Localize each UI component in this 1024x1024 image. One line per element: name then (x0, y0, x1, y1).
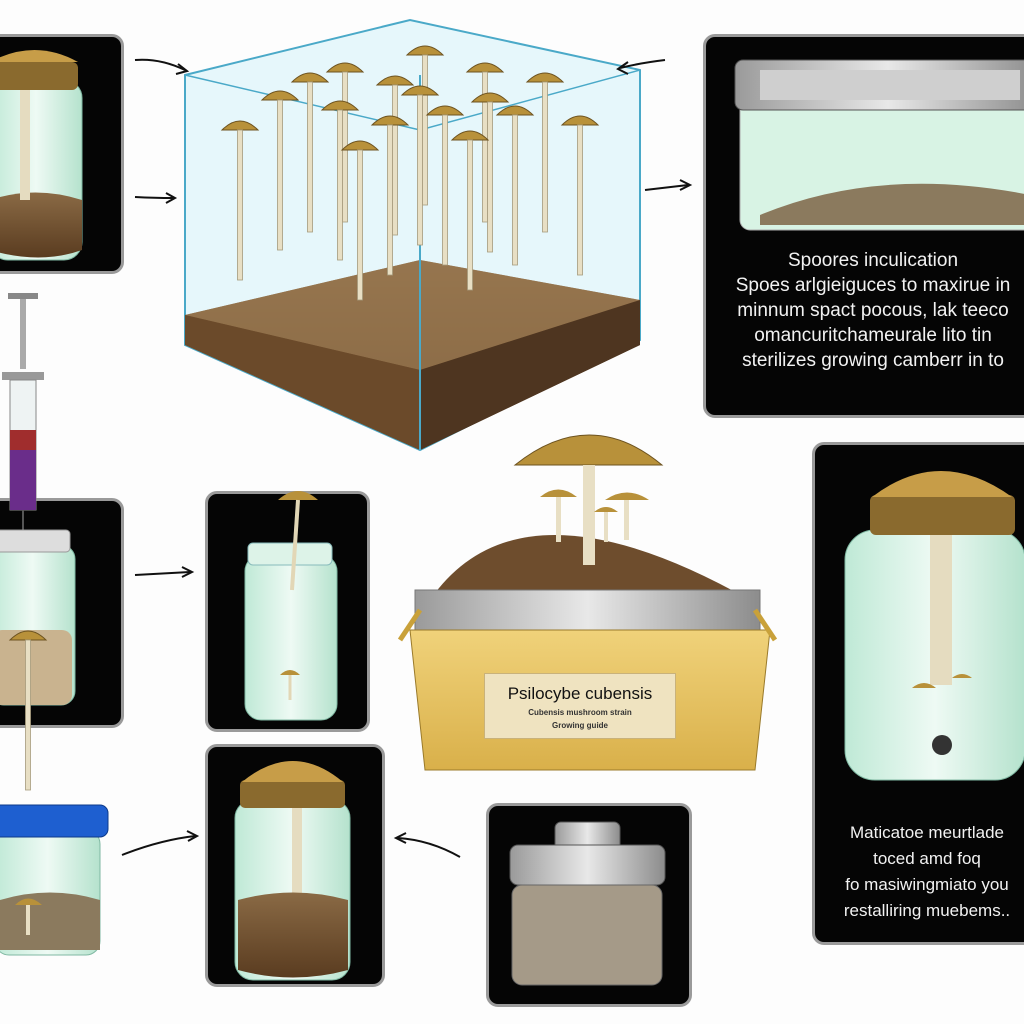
info-line: minnum spact pocous, lak teeco (737, 300, 1009, 321)
capped-jar (234, 761, 351, 981)
growing-chamber (184, 18, 641, 452)
spore-jar-top-left (0, 50, 83, 261)
info-line: Spoes arlgieiguces to maxirue in (735, 275, 1011, 296)
metal-canister (509, 821, 666, 986)
info-panel-text: Spoores inculication Spoes arlgieiguces … (703, 248, 1024, 373)
steel-tray (734, 59, 1024, 231)
tray-label: Psilocybe cubensis Cubensis mushroom str… (484, 673, 676, 739)
inoculated-jar (0, 529, 76, 791)
fruiting-line: restalliring muebems.. (843, 901, 1011, 920)
blue-lid-jar (0, 804, 109, 956)
tray-label-sub: Growing guide (552, 721, 608, 730)
info-title: Spoores inculication (787, 250, 959, 271)
fruiting-line: Maticatoe meurtlade (849, 823, 1005, 842)
arrows (121, 58, 693, 858)
info-line: sterilizes growing camberr in to (742, 350, 1004, 371)
syringe (2, 293, 44, 540)
fruiting-line: fo masiwingmiato you (845, 875, 1009, 894)
info-line: omancuritchameurale lito tin (754, 325, 992, 346)
fruiting-panel-text: Maticatoe meurtlade toced amd foq fo mas… (812, 820, 1024, 924)
fruiting-jar (844, 471, 1024, 781)
fruiting-line: toced amd foq (873, 849, 981, 868)
tray-label-sub: Cubensis mushroom strain (528, 708, 632, 717)
tray-label-title: Psilocybe cubensis (507, 684, 653, 703)
colonizing-jar (244, 491, 338, 721)
